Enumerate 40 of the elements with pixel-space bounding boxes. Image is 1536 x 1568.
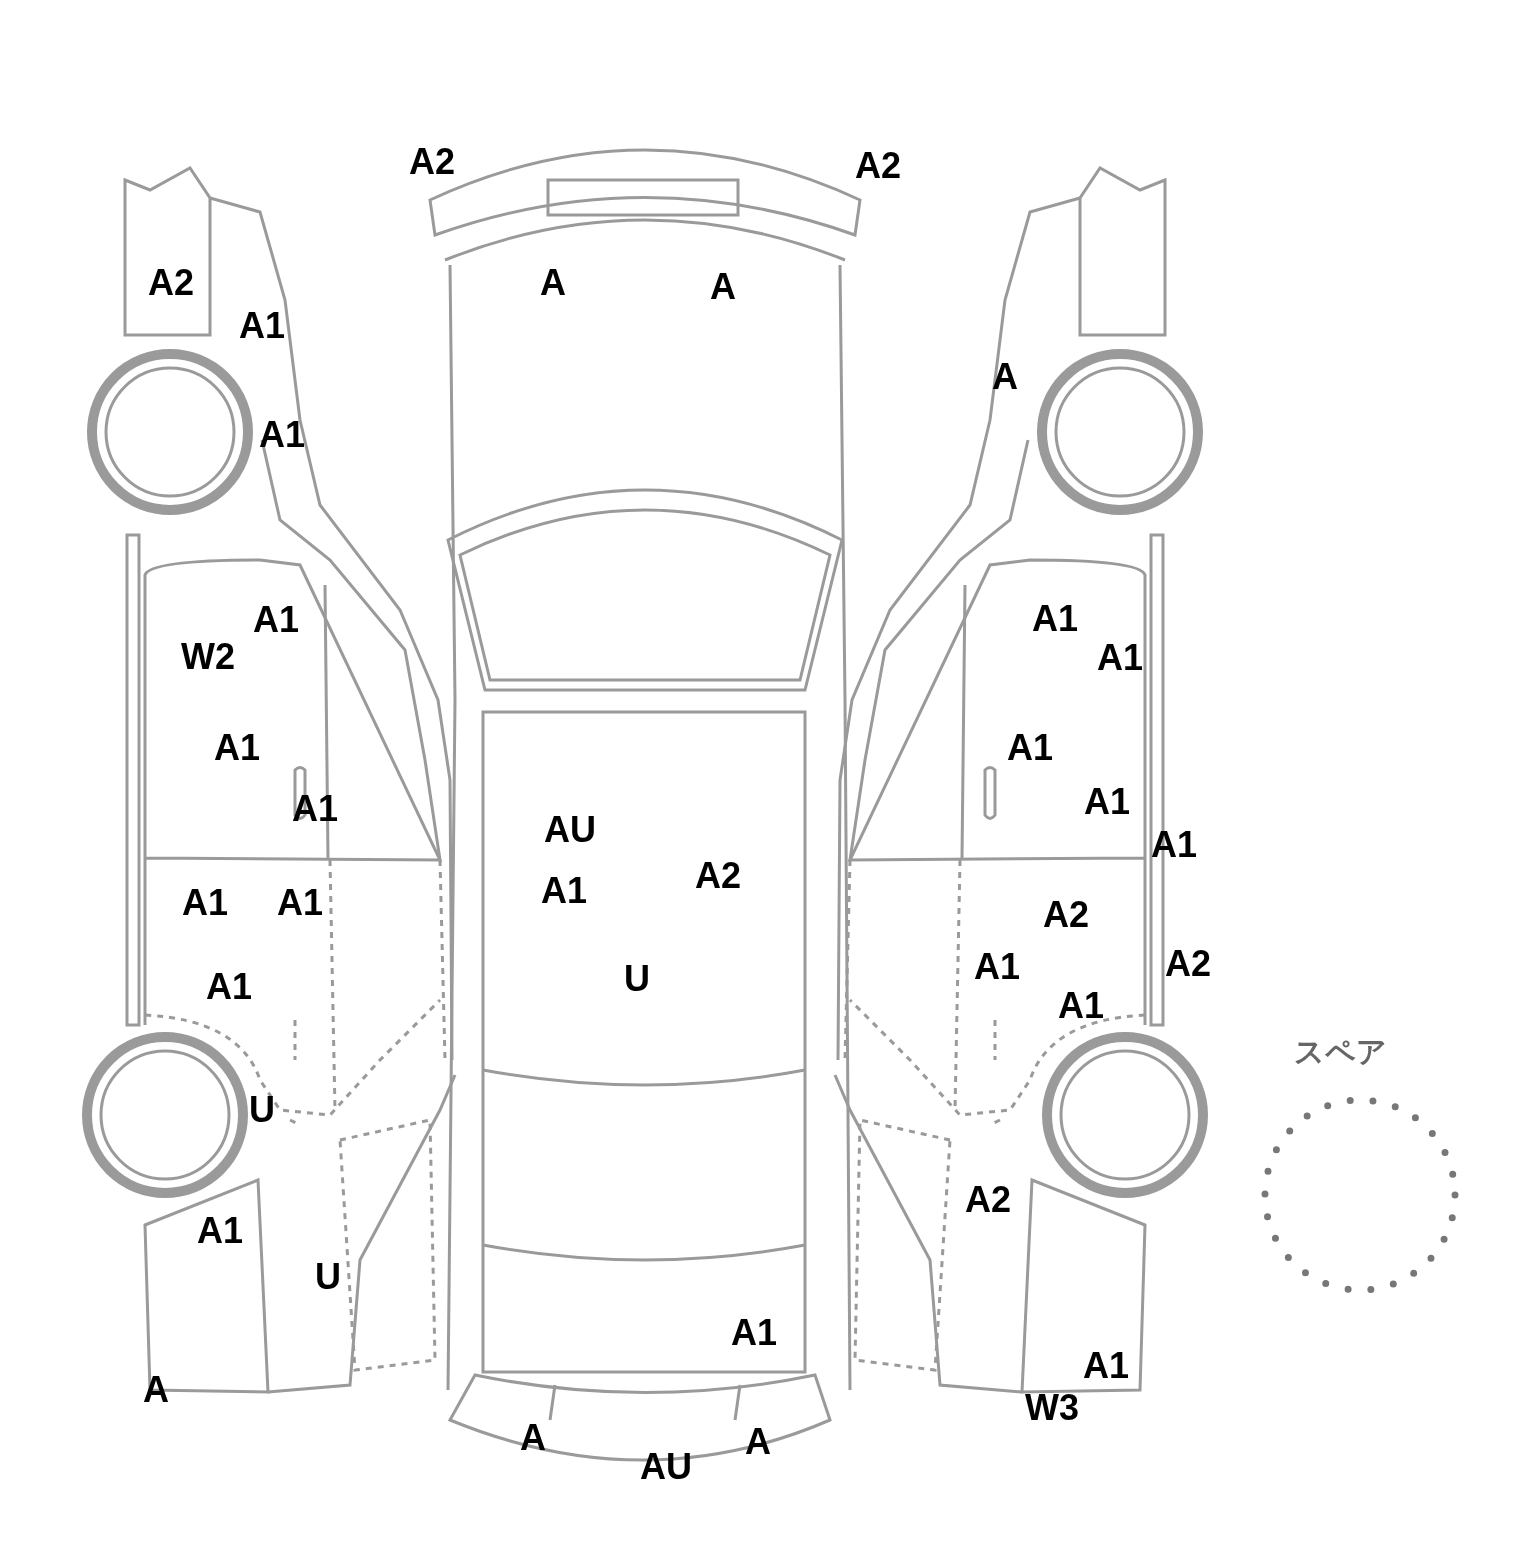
damage-code: A1: [214, 730, 260, 766]
damage-code: A1: [182, 885, 228, 921]
damage-code: A1: [1097, 640, 1143, 676]
damage-code: A1: [197, 1213, 243, 1249]
damage-code: A1: [277, 885, 323, 921]
damage-code: A: [710, 269, 736, 305]
damage-code: A2: [148, 265, 194, 301]
damage-code: A2: [695, 858, 741, 894]
damage-code: A2: [855, 148, 901, 184]
damage-code: A1: [239, 308, 285, 344]
damage-code: A: [992, 359, 1018, 395]
damage-code: A1: [541, 873, 587, 909]
damage-code: A1: [1058, 988, 1104, 1024]
damage-code: U: [249, 1092, 275, 1128]
damage-code: A1: [253, 602, 299, 638]
damage-code: A: [540, 265, 566, 301]
damage-code: W2: [181, 639, 235, 675]
damage-code: A1: [206, 969, 252, 1005]
damage-code: A1: [731, 1315, 777, 1351]
damage-code: A2: [965, 1182, 1011, 1218]
damage-code: A: [143, 1372, 169, 1408]
damage-code: A2: [409, 144, 455, 180]
damage-code: A: [745, 1424, 771, 1460]
damage-code: A: [520, 1420, 546, 1456]
damage-code: A1: [1151, 827, 1197, 863]
damage-code: A1: [1032, 601, 1078, 637]
damage-code: AU: [544, 812, 596, 848]
damage-code: A1: [1084, 784, 1130, 820]
damage-code: A1: [1007, 730, 1053, 766]
damage-code: A2: [1043, 897, 1089, 933]
damage-code: A1: [259, 417, 305, 453]
damage-code: U: [315, 1259, 341, 1295]
damage-code: A1: [974, 949, 1020, 985]
spare-label: スペア: [1293, 1037, 1387, 1067]
damage-code: W3: [1025, 1390, 1079, 1426]
damage-code: AU: [640, 1449, 692, 1485]
damage-code: A1: [1083, 1348, 1129, 1384]
damage-code: A2: [1165, 946, 1211, 982]
damage-code: U: [624, 961, 650, 997]
damage-code: A1: [292, 791, 338, 827]
